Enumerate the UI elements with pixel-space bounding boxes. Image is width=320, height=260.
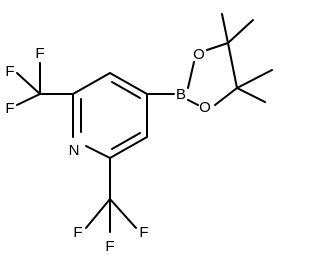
bond-c-c-pinacol [227,42,238,89]
pinacol-boronate [146,13,273,106]
bond-o-top-c [206,42,229,51]
bond-methyl-1 [221,13,229,44]
bond-methyl-2 [227,19,254,44]
bond-c3-c4 [109,72,148,95]
bond-o-bottom-c [214,87,238,106]
trifluoromethyl-bottom [85,157,137,233]
nitrogen-label: N [69,142,80,159]
bond-cf3-f-left-b [85,198,111,229]
atom-labels: B O O N F F F F F F [5,45,210,255]
fluorine-label-bottom-left: F [73,224,82,241]
fluorine-label-left-top: F [35,45,44,62]
fluorine-label-left-bottom: F [5,100,14,117]
bond-b-o-top [187,61,195,89]
chemical-structure: B O O N F F F F F F [5,13,273,255]
bond-c2-c3 [72,72,111,95]
bond-methyl-4 [236,87,266,103]
trifluoromethyl-left [16,62,74,106]
bond-b-o-bottom [187,99,199,106]
bond-cf3-f-right-b [109,198,137,229]
fluorine-label-bottom-center: F [105,238,114,255]
bond-c6-n1 [85,145,111,159]
pyridine-ring [72,72,148,159]
oxygen-label-top: O [193,46,205,63]
bond-c3-c4-inner [111,81,141,99]
bond-methyl-3 [236,69,273,89]
bond-c5-c6-inner [111,132,141,150]
oxygen-label-bottom: O [199,99,211,116]
boron-label: B [176,86,186,103]
fluorine-label-left-middle: F [5,63,14,80]
fluorine-label-bottom-right: F [139,224,148,241]
bond-cf3-f-left [16,72,41,95]
bond-cf3-f-lower [16,93,41,106]
bond-c5-c6 [109,136,148,159]
